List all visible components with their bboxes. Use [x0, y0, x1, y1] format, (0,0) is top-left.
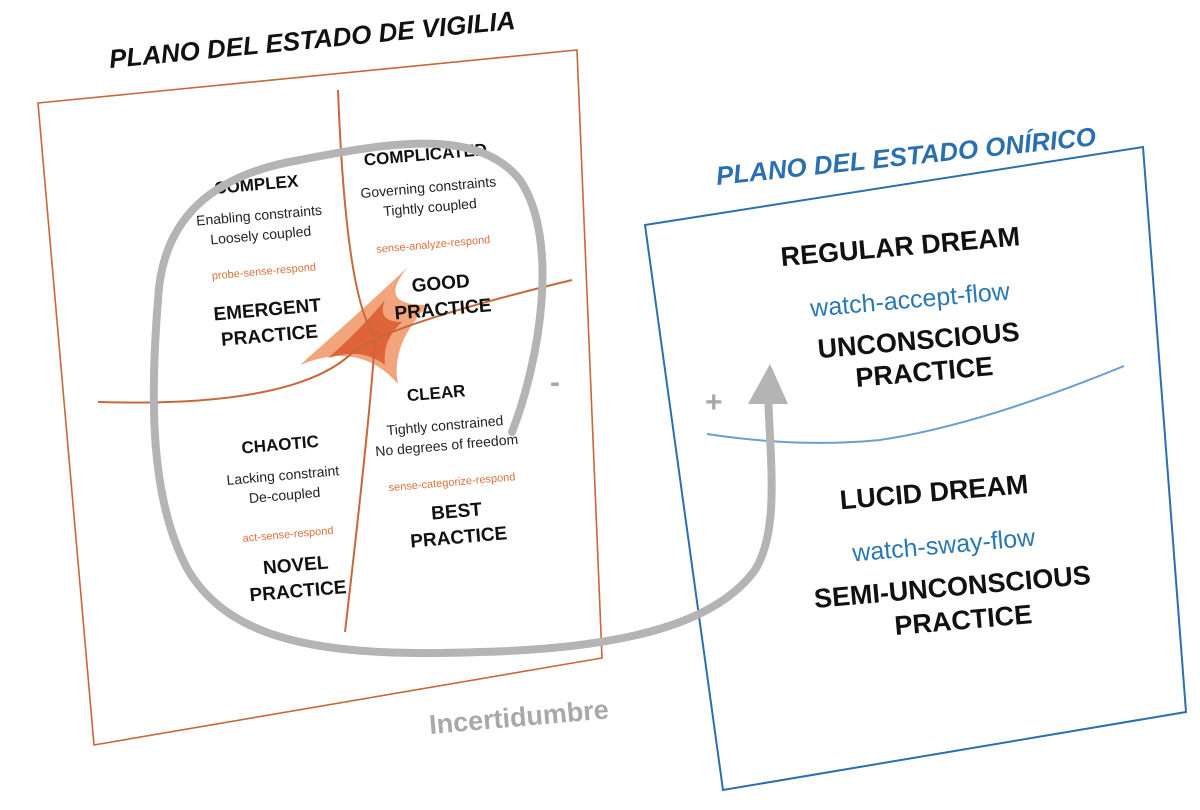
- waking-plane: PLANO DEL ESTADO DE VIGILIA COMPLEX Enab…: [37, 5, 603, 746]
- domain-boundary-vertical: [337, 89, 377, 633]
- dream-plane-frame: [643, 145, 1188, 792]
- domain-name-chaotic: CHAOTIC: [241, 432, 320, 458]
- domain-desc-complicated-2: Tightly coupled: [383, 195, 478, 219]
- domain-method-clear: sense-categorize-respond: [388, 471, 516, 494]
- domain-practice-chaotic-1: NOVEL: [262, 552, 329, 579]
- domain-practice-complex-1: EMERGENT: [213, 295, 322, 325]
- uncertainty-label: Incertidumbre: [428, 694, 610, 740]
- waking-plane-frame: [37, 49, 603, 746]
- lucid-dream-practice-2: PRACTICE: [893, 599, 1033, 641]
- domain-boundary-horizontal: [97, 279, 573, 404]
- domain-practice-complicated-1: GOOD: [411, 271, 471, 297]
- plus-sign: +: [705, 386, 723, 419]
- domain-clear: CLEAR Tightly constrained No degrees of …: [375, 381, 519, 552]
- lucid-dream-method: watch-sway-flow: [850, 523, 1037, 567]
- liminal-center-star-inner: [328, 300, 402, 365]
- domain-name-clear: CLEAR: [406, 381, 466, 405]
- lucid-dream-title: LUCID DREAM: [839, 469, 1030, 515]
- domain-desc-complex-2: Loosely coupled: [210, 223, 312, 248]
- domain-practice-clear-2: PRACTICE: [410, 523, 509, 552]
- domain-method-complicated: sense-analyze-respond: [376, 234, 491, 256]
- regular-dream-method: watch-accept-flow: [808, 277, 1012, 323]
- domain-chaotic: CHAOTIC Lacking constraint De-coupled ac…: [226, 432, 348, 607]
- domain-practice-chaotic-2: PRACTICE: [249, 577, 348, 606]
- domain-method-chaotic: act-sense-respond: [242, 525, 334, 545]
- domain-desc-complicated-1: Governing constraints: [360, 173, 497, 201]
- domain-practice-complicated-2: PRACTICE: [394, 295, 493, 324]
- minus-sign: -: [550, 366, 560, 399]
- uncertainty-arrowhead: [748, 364, 788, 404]
- domain-desc-chaotic-2: De-coupled: [248, 484, 321, 506]
- dream-lucid: LUCID DREAM watch-sway-flow SEMI-UNCONSC…: [813, 469, 1092, 641]
- domain-method-complex: probe-sense-respond: [211, 261, 316, 282]
- domain-complex: COMPLEX Enabling constraints Loosely cou…: [195, 172, 322, 351]
- dream-plane-title: PLANO DEL ESTADO ONÍRICO: [714, 121, 1097, 191]
- waking-plane-title: PLANO DEL ESTADO DE VIGILIA: [108, 5, 517, 74]
- uncertainty-loop-path: [149, 139, 776, 658]
- domain-practice-complex-2: PRACTICE: [220, 321, 319, 350]
- domain-desc-chaotic-1: Lacking constraint: [226, 462, 340, 488]
- regular-dream-title: REGULAR DREAM: [779, 221, 1021, 272]
- dream-regular: REGULAR DREAM watch-accept-flow UNCONSCI…: [779, 221, 1021, 393]
- domain-practice-clear-1: BEST: [430, 499, 483, 524]
- dream-plane: PLANO DEL ESTADO ONÍRICO REGULAR DREAM w…: [643, 121, 1188, 792]
